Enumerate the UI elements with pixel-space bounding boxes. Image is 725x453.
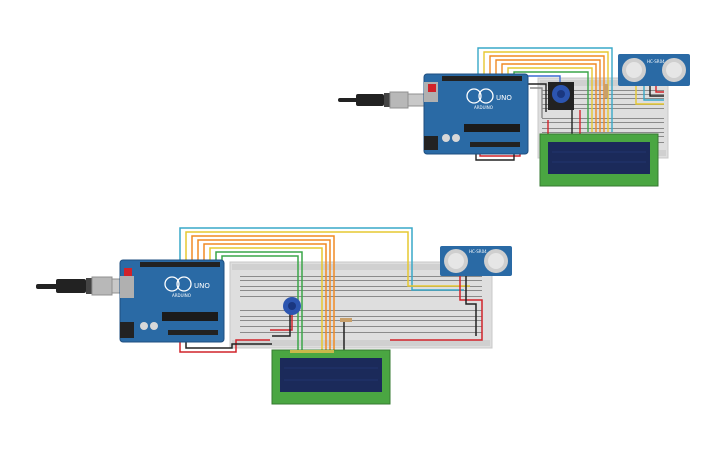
wire-bundle-bottom[interactable] (179, 227, 483, 353)
potentiometer-icon[interactable] (548, 82, 574, 110)
resistor-icon (604, 84, 608, 98)
arduino-uno-bottom[interactable]: ARDUINO UNO (119, 259, 225, 343)
lcd-display-top[interactable] (539, 133, 659, 187)
ultrasonic-sensor-bottom[interactable]: HC-SR04 (440, 246, 512, 276)
ultrasonic-sensor-top[interactable]: HC-SR04 (618, 54, 690, 86)
circuit-top: ARDUINO UNO HC-SR04 (338, 47, 690, 187)
arduino-model-bottom: UNO (194, 282, 210, 290)
potentiometer-icon[interactable] (283, 297, 301, 315)
arduino-uno-top[interactable]: ARDUINO UNO (423, 73, 529, 155)
resistor-icon (340, 318, 352, 322)
sensor-model-bottom: HC-SR04 (469, 249, 487, 254)
arduino-brand-bottom: ARDUINO (172, 293, 191, 298)
usb-plug-icon (36, 276, 133, 296)
arduino-brand-top: ARDUINO (474, 105, 493, 110)
arduino-model-top: UNO (496, 94, 512, 102)
sensor-model-top: HC-SR04 (647, 59, 665, 64)
circuit-bottom: ARDUINO UNO HC-SR04 (36, 227, 512, 405)
breadboard-bottom[interactable] (229, 261, 493, 349)
usb-plug-icon (338, 91, 427, 109)
lcd-display-bottom[interactable] (271, 349, 391, 405)
